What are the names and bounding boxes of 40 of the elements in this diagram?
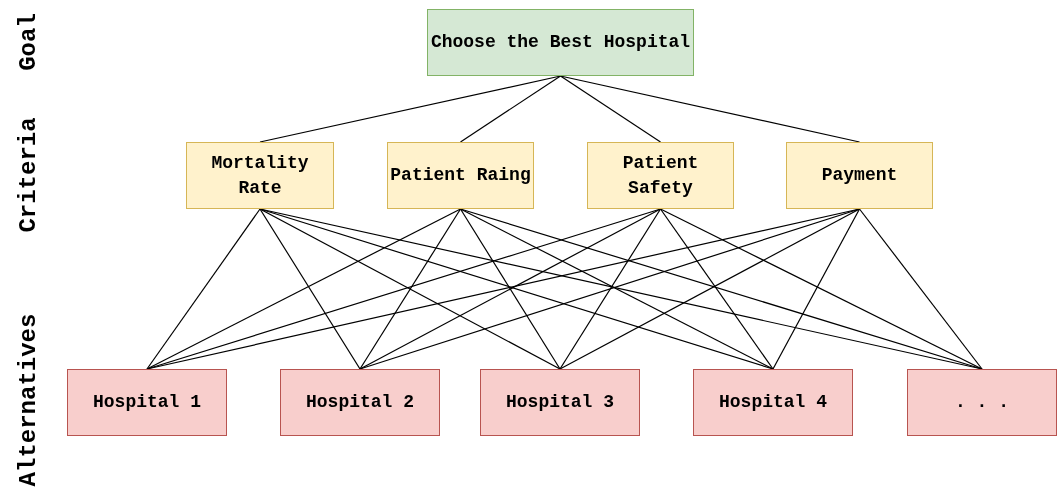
goal-box bbox=[427, 9, 694, 76]
alternative-box bbox=[67, 369, 227, 436]
node-label: Payment bbox=[821, 164, 898, 187]
node-label: Hospital 1 bbox=[93, 391, 201, 414]
alternative-box bbox=[280, 369, 440, 436]
connector-line bbox=[559, 208, 662, 370]
node-label: Hospital 4 bbox=[719, 391, 827, 414]
criterion-box bbox=[587, 142, 734, 209]
node-label: . . . bbox=[955, 391, 1009, 414]
connector-line bbox=[459, 208, 774, 370]
connector-line bbox=[359, 208, 662, 370]
connector-line bbox=[459, 208, 561, 370]
connector-line bbox=[858, 208, 983, 370]
node-label: Patient Safety bbox=[621, 151, 700, 200]
criterion-box bbox=[186, 142, 334, 209]
connector-line bbox=[359, 208, 462, 370]
connector-line bbox=[146, 208, 462, 370]
alternative-box bbox=[907, 369, 1057, 436]
node-label: Patient Raing bbox=[390, 164, 531, 187]
node-label: Mortality Rate bbox=[210, 151, 310, 200]
connector-line bbox=[259, 208, 361, 370]
node-label: Choose the Best Hospital bbox=[430, 31, 691, 54]
alternative-box bbox=[693, 369, 853, 436]
connector-line bbox=[259, 208, 561, 370]
level-label: Criteria bbox=[14, 117, 42, 233]
level-label: Alternatives bbox=[14, 313, 42, 487]
connector-line bbox=[559, 75, 662, 143]
connector-line bbox=[459, 208, 983, 370]
connector-line bbox=[146, 208, 261, 370]
connector-line bbox=[772, 208, 861, 370]
connector-line bbox=[659, 208, 774, 370]
connector-line bbox=[459, 75, 562, 143]
node-label: Hospital 3 bbox=[506, 391, 614, 414]
connector-line bbox=[659, 208, 983, 370]
criterion-box bbox=[387, 142, 534, 209]
level-label: Goal bbox=[14, 13, 42, 71]
criterion-box bbox=[786, 142, 933, 209]
node-label: Hospital 2 bbox=[306, 391, 414, 414]
connector-line bbox=[559, 208, 861, 370]
alternative-box bbox=[480, 369, 640, 436]
